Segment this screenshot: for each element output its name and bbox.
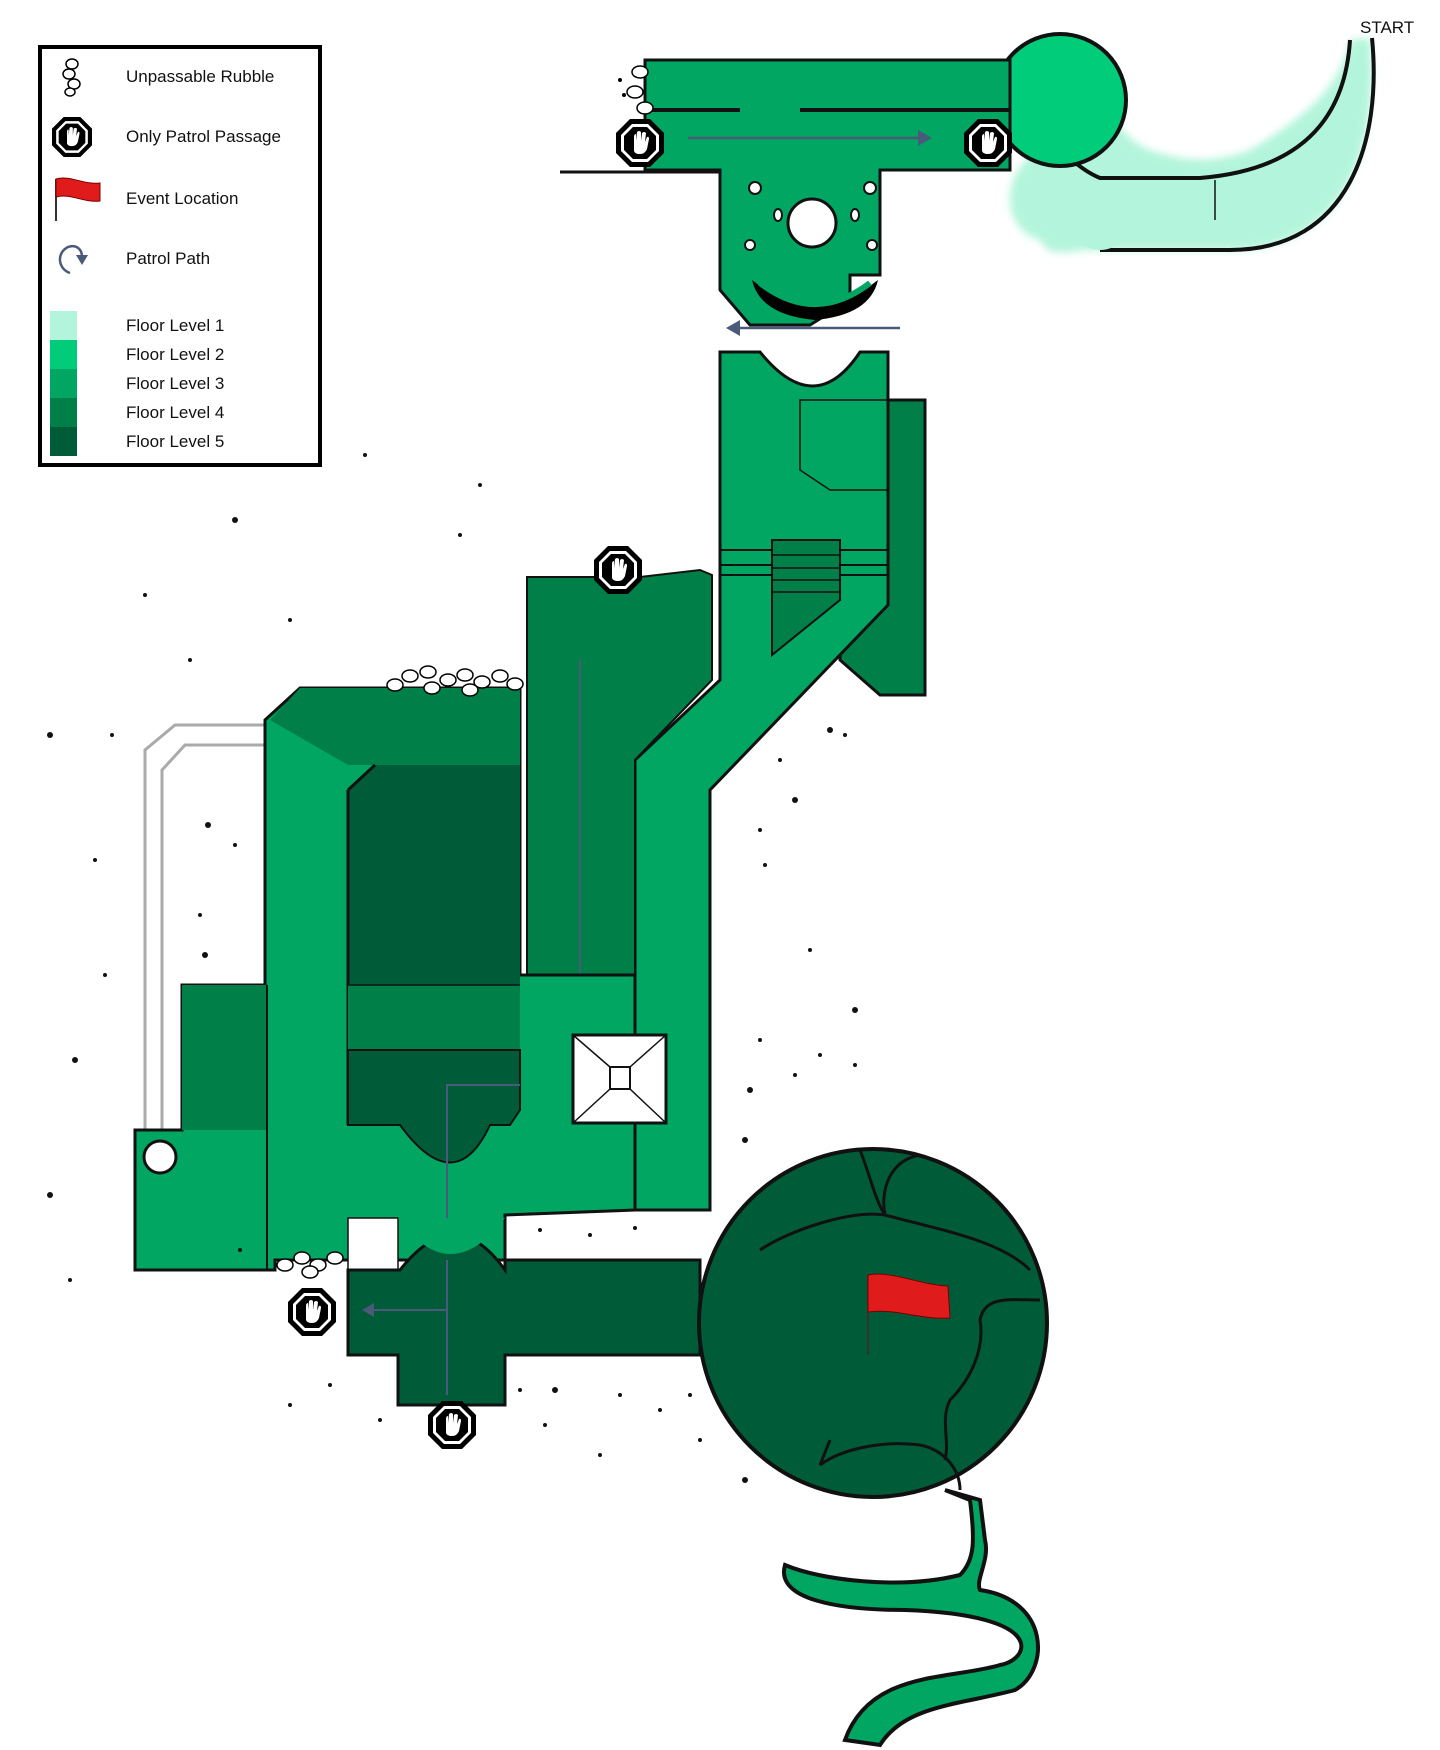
legend-floor-3: Floor Level 3	[42, 369, 318, 398]
hand-stop-icon	[964, 119, 1012, 167]
hand-stop-icon	[594, 546, 642, 594]
floor-1-swatch	[50, 311, 77, 340]
map-legend: Unpassable Rubble Only Patrol Passage Ev…	[38, 45, 322, 467]
start-label: START	[1360, 18, 1414, 37]
floor-4-swatch	[50, 398, 77, 427]
hand-stop-icon	[288, 1288, 336, 1336]
floor-3-swatch	[50, 369, 77, 398]
flag-icon	[867, 1273, 951, 1355]
legend-rubble-label: Unpassable Rubble	[126, 67, 275, 86]
floor-3-label: Floor Level 3	[126, 374, 225, 393]
floor-2-swatch	[50, 340, 77, 369]
legend-event: Event Location	[42, 177, 318, 221]
legend-floor-5: Floor Level 5	[42, 427, 318, 456]
legend-floor-4: Floor Level 4	[42, 398, 318, 427]
rubble-icon	[62, 58, 81, 97]
event-chamber	[697, 1147, 1049, 1499]
flag-icon	[55, 177, 101, 221]
left-building	[133, 686, 668, 1400]
lower-wing	[346, 1217, 702, 1407]
debris-dots	[47, 453, 858, 1483]
floor-4-label: Floor Level 4	[126, 403, 225, 422]
legend-event-label: Event Location	[126, 189, 239, 208]
hand-stop-icon	[52, 117, 92, 157]
legend-patrol-passage-label: Only Patrol Passage	[126, 127, 281, 146]
floor-1-label: Floor Level 1	[126, 316, 225, 335]
floor-5-swatch	[50, 427, 77, 456]
top-t-room	[560, 58, 1012, 327]
hand-stop-icon	[616, 119, 664, 167]
floor-2-label: Floor Level 2	[126, 345, 225, 364]
legend-patrol-passage: Only Patrol Passage	[42, 117, 318, 157]
floor2-round-room	[992, 32, 1128, 168]
hand-stop-icon	[428, 1401, 476, 1449]
legend-floor-2: Floor Level 2	[42, 340, 318, 369]
patrol-path-icon	[58, 244, 88, 275]
legend-patrol-path-label: Patrol Path	[126, 249, 211, 268]
rubble-top	[618, 65, 654, 115]
legend-floor-1: Floor Level 1	[42, 311, 318, 340]
legend-rubble: Unpassable Rubble	[42, 57, 318, 97]
patrol-arrow-left	[726, 320, 900, 336]
bottom-path-floor3	[782, 1488, 1040, 1748]
floor-5-label: Floor Level 5	[126, 432, 225, 451]
legend-patrol-path: Patrol Path	[42, 239, 318, 279]
